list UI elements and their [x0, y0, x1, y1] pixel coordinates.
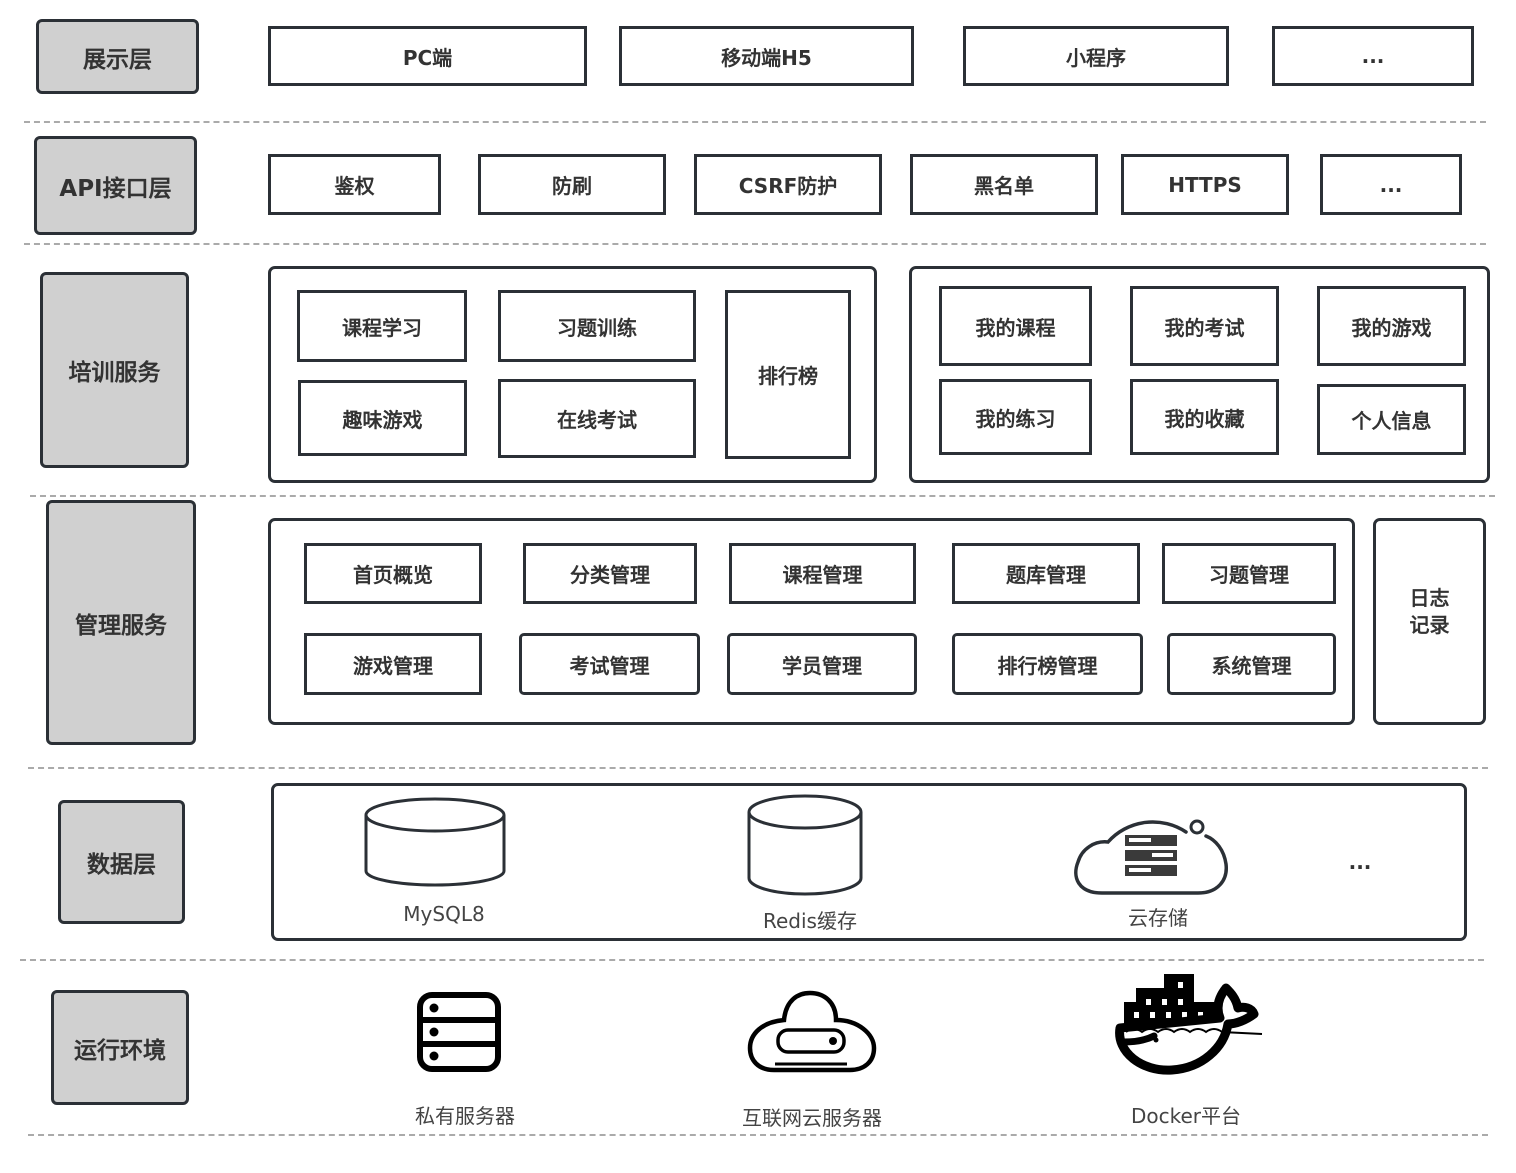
log-label-line1: 日志: [1409, 585, 1450, 610]
item-label: ...: [1379, 172, 1403, 197]
item-label: 课程管理: [782, 563, 863, 587]
layer-label-text: 运行环境: [74, 1037, 166, 1064]
training-item-online-exam[interactable]: 在线考试: [498, 379, 696, 458]
item-label: 我的课程: [975, 315, 1056, 340]
training-item-my-games[interactable]: 我的游戏: [1317, 286, 1466, 366]
item-label: 习题训练: [557, 315, 637, 340]
layer-label-text: 展示层: [83, 46, 152, 73]
training-item-exercise[interactable]: 习题训练: [498, 290, 696, 362]
item-label: 防刷: [552, 174, 592, 198]
item-label: 我的考试: [1164, 315, 1245, 340]
item-label: 我的游戏: [1351, 315, 1432, 340]
management-log-record[interactable]: 日志 记录: [1373, 518, 1486, 725]
layer-label-runtime: 运行环境: [51, 990, 189, 1105]
layer-divider: [28, 767, 1488, 769]
server-rack-icon: [417, 992, 501, 1072]
presentation-item-mini-program[interactable]: 小程序: [963, 26, 1229, 86]
item-label: HTTPS: [1168, 172, 1242, 197]
data-item-redis-label: Redis缓存: [763, 909, 857, 933]
presentation-item-more[interactable]: ...: [1272, 26, 1474, 86]
item-label: 我的练习: [975, 406, 1056, 431]
layer-label-text: 培训服务: [68, 360, 161, 386]
docker-whale-icon: [1115, 974, 1263, 1075]
management-item-leaderboard[interactable]: 排行榜管理: [952, 633, 1143, 695]
management-item-game[interactable]: 游戏管理: [304, 633, 482, 695]
database-cylinder-icon: [364, 797, 506, 887]
item-label: 在线考试: [557, 408, 637, 432]
item-label: 黑名单: [974, 174, 1034, 198]
api-item-blacklist[interactable]: 黑名单: [910, 154, 1098, 215]
database-cylinder-icon: [747, 794, 863, 896]
api-item-csrf[interactable]: CSRF防护: [694, 154, 882, 215]
item-label: 小程序: [1066, 45, 1126, 70]
api-item-anti-brush[interactable]: 防刷: [478, 154, 666, 215]
item-label: 个人信息: [1351, 409, 1432, 433]
layer-divider: [30, 495, 1495, 497]
management-item-exam[interactable]: 考试管理: [519, 633, 700, 695]
layer-label-text: 数据层: [87, 852, 156, 878]
runtime-item-private-server-label: 私有服务器: [415, 1104, 515, 1128]
item-label: CSRF防护: [738, 174, 838, 198]
item-label: 习题管理: [1209, 563, 1289, 587]
item-label: 移动端H5: [721, 45, 812, 70]
item-label: 鉴权: [334, 174, 375, 198]
data-item-mysql-label: MySQL8: [403, 902, 485, 926]
presentation-item-mobile-h5[interactable]: 移动端H5: [619, 26, 914, 86]
layer-label-management: 管理服务: [46, 500, 196, 745]
item-label: ...: [1361, 44, 1385, 68]
api-item-auth[interactable]: 鉴权: [268, 154, 441, 215]
layer-label-data: 数据层: [58, 800, 185, 924]
presentation-item-pc[interactable]: PC端: [268, 26, 587, 86]
item-label: 首页概览: [353, 563, 433, 587]
layer-label-text: 管理服务: [75, 612, 167, 639]
layer-label-api: API接口层: [34, 136, 197, 235]
management-item-student[interactable]: 学员管理: [727, 633, 917, 695]
layer-label-text: API接口层: [59, 175, 172, 202]
training-item-course-study[interactable]: 课程学习: [297, 290, 467, 362]
item-label: 系统管理: [1211, 653, 1292, 678]
layer-label-presentation: 展示层: [36, 19, 199, 94]
api-item-https[interactable]: HTTPS: [1121, 154, 1289, 215]
training-item-leaderboard[interactable]: 排行榜: [725, 290, 851, 459]
training-item-my-practice[interactable]: 我的练习: [939, 379, 1092, 455]
log-label-line2: 记录: [1409, 612, 1450, 637]
cloud-storage-icon: [1074, 819, 1228, 895]
management-item-category[interactable]: 分类管理: [523, 543, 697, 604]
item-label: 游戏管理: [353, 653, 433, 678]
runtime-item-cloud-server-label: 互联网云服务器: [742, 1106, 882, 1130]
training-item-my-exams[interactable]: 我的考试: [1130, 286, 1279, 366]
management-item-course[interactable]: 课程管理: [729, 543, 916, 604]
item-label: 排行榜管理: [997, 653, 1098, 678]
item-label: 排行榜: [758, 364, 818, 388]
item-label: 趣味游戏: [342, 407, 423, 432]
item-label: 题库管理: [1006, 563, 1086, 587]
data-item-more: ...: [1348, 850, 1372, 874]
training-item-fun-game[interactable]: 趣味游戏: [298, 380, 467, 456]
layer-label-training: 培训服务: [40, 272, 189, 468]
api-item-more[interactable]: ...: [1320, 154, 1462, 215]
layer-divider: [24, 121, 1486, 123]
training-item-profile[interactable]: 个人信息: [1317, 384, 1466, 455]
management-item-question-bank[interactable]: 题库管理: [952, 543, 1140, 604]
layer-divider: [28, 1134, 1488, 1136]
management-item-exercise[interactable]: 习题管理: [1162, 543, 1336, 604]
cloud-server-icon: [747, 990, 877, 1073]
item-label: 分类管理: [570, 563, 650, 587]
item-label: 我的收藏: [1164, 406, 1245, 431]
item-label: PC端: [402, 45, 453, 70]
training-item-my-favorites[interactable]: 我的收藏: [1130, 379, 1279, 455]
layer-divider: [20, 959, 1484, 961]
runtime-item-docker-label: Docker平台: [1130, 1104, 1242, 1128]
item-label: 课程学习: [342, 315, 422, 340]
item-label: 考试管理: [569, 653, 650, 678]
management-item-system[interactable]: 系统管理: [1167, 633, 1336, 695]
data-item-cloud-storage-label: 云存储: [1128, 906, 1188, 930]
layer-divider: [24, 243, 1486, 245]
training-item-my-courses[interactable]: 我的课程: [939, 286, 1092, 366]
management-item-dashboard[interactable]: 首页概览: [304, 543, 482, 604]
item-label: 学员管理: [782, 653, 862, 678]
